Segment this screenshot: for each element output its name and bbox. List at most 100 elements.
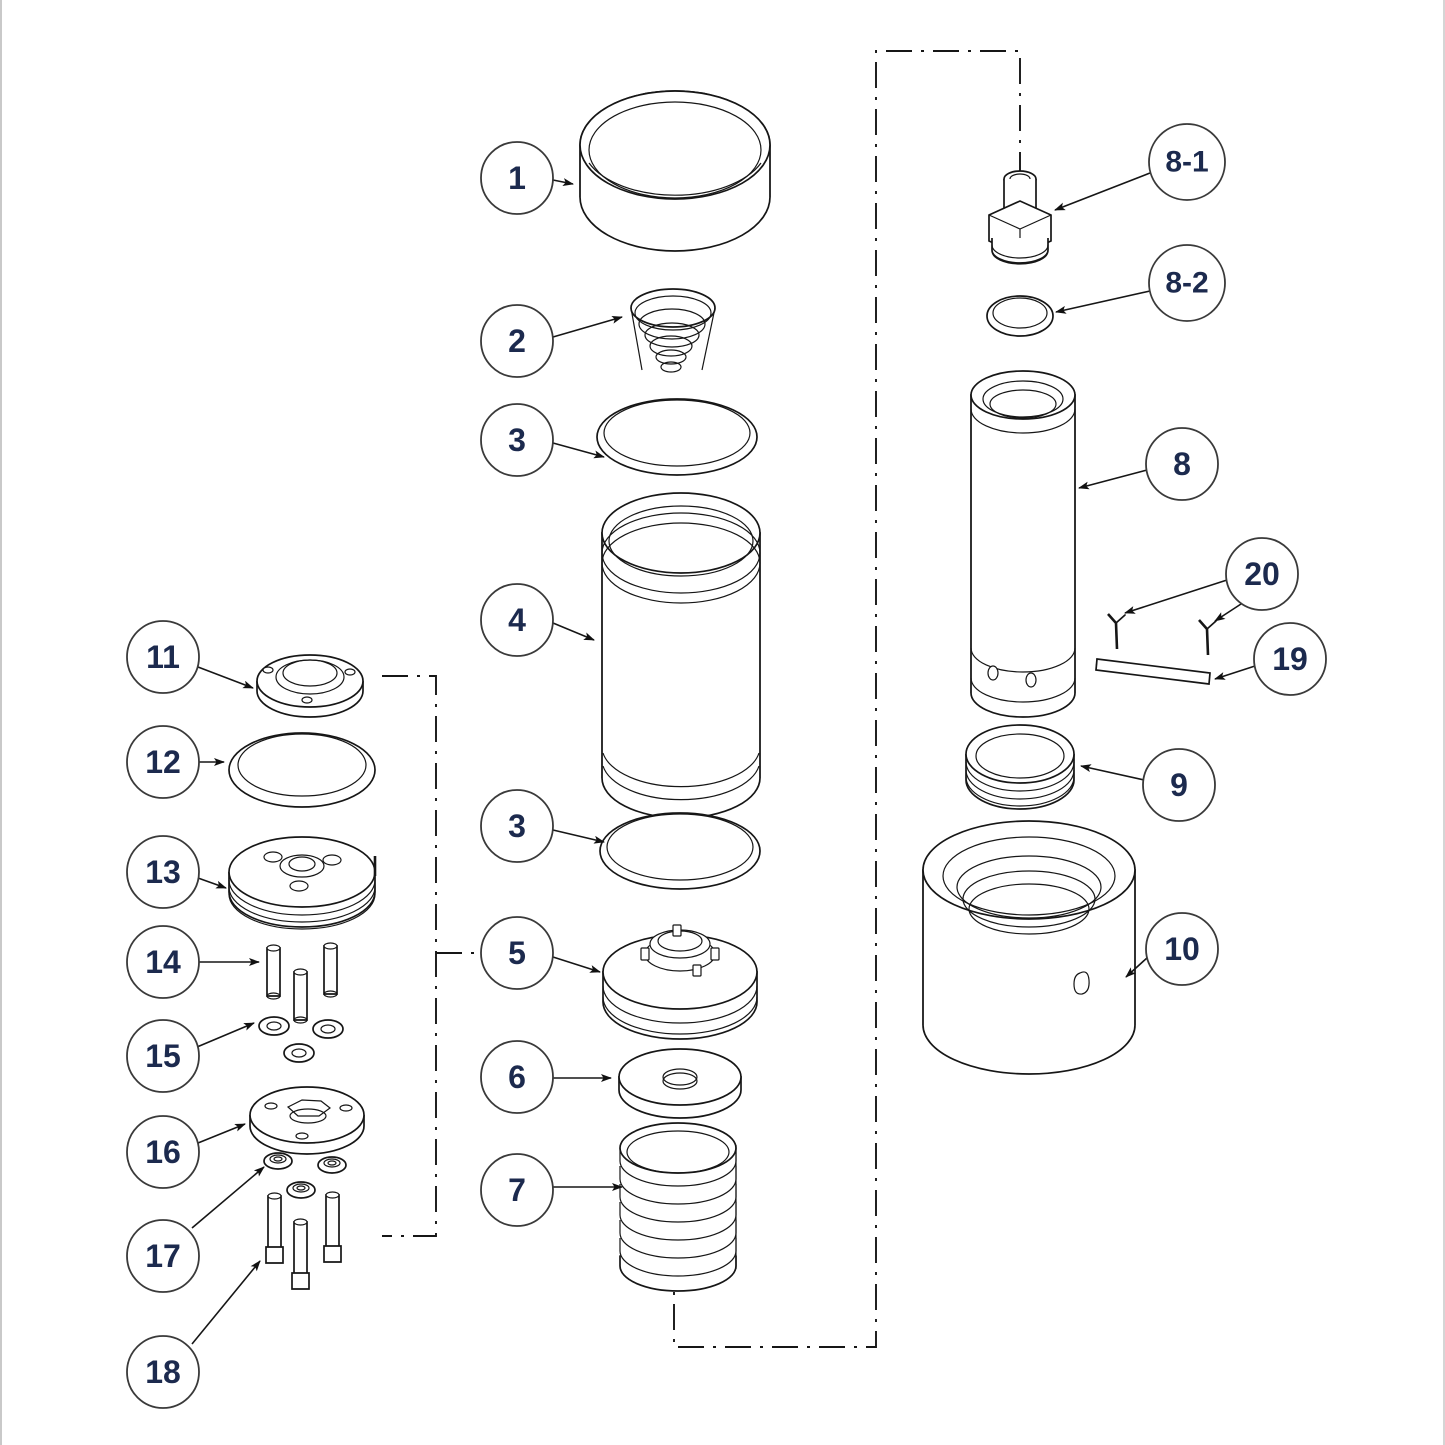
callout-label: 4: [508, 602, 526, 638]
callout-circle: [126, 1219, 200, 1293]
leader-11: [197, 666, 254, 689]
callout-label: 12: [145, 744, 181, 780]
part-16-bottom-flange-plate: [249, 1086, 365, 1155]
callout-bubble-3[interactable]: 3: [480, 789, 554, 863]
callout-circle: [1225, 537, 1299, 611]
callout-circle: [1253, 622, 1327, 696]
callout-bubble-14[interactable]: 14: [126, 925, 200, 999]
callout-bubble-10[interactable]: 10: [1145, 912, 1219, 986]
leader-lines: [191, 172, 1256, 1345]
leader-16: [197, 1123, 246, 1144]
part-9-bearing-ring: [965, 724, 1075, 810]
leader-20a: [1124, 579, 1228, 614]
callout-circle: [1142, 748, 1216, 822]
leader-8-1: [1054, 172, 1151, 211]
callout-bubble-16[interactable]: 16: [126, 1115, 200, 1189]
leader-8-2: [1055, 290, 1151, 314]
callout-circle: [1145, 912, 1219, 986]
part-2-conical-spring: [630, 288, 716, 373]
callout-circle: [126, 835, 200, 909]
part-3-o-ring-lower: [599, 812, 761, 890]
callout-label: 5: [508, 935, 526, 971]
callout-bubble-8-2[interactable]: 8-2: [1148, 244, 1226, 322]
leader-19: [1214, 665, 1256, 680]
callout-circle: [480, 583, 554, 657]
callout-bubble-8-1[interactable]: 8-1: [1148, 123, 1226, 201]
callout-bubble-5[interactable]: 5: [480, 916, 554, 990]
callout-bubble-8[interactable]: 8: [1145, 427, 1219, 501]
callout-bubble-3[interactable]: 3: [480, 403, 554, 477]
callout-circle: [126, 725, 200, 799]
callout-bubble-12[interactable]: 12: [126, 725, 200, 799]
callout-bubble-15[interactable]: 15: [126, 1019, 200, 1093]
callout-label: 19: [1272, 641, 1308, 677]
callout-label: 3: [508, 808, 526, 844]
leader-15: [196, 1022, 255, 1048]
callout-label: 13: [145, 854, 181, 890]
callout-bubble-17[interactable]: 17: [126, 1219, 200, 1293]
callout-label: 3: [508, 422, 526, 458]
leader-20b: [1214, 603, 1242, 622]
callout-circle: [480, 304, 554, 378]
callout-label: 15: [145, 1038, 181, 1074]
callout-circle: [126, 620, 200, 694]
callout-circle: [1148, 123, 1226, 201]
part-18-hex-bolts: [265, 1191, 342, 1290]
leader-5: [552, 956, 601, 973]
centerline-routing: [382, 50, 1021, 1348]
callout-circle: [126, 1019, 200, 1093]
callout-circle: [480, 1040, 554, 1114]
leader-8: [1078, 469, 1148, 490]
part-15-flat-washers: [258, 1016, 344, 1063]
part-17-lock-nuts: [263, 1152, 347, 1199]
callout-bubble-19[interactable]: 19: [1253, 622, 1327, 696]
callout-bubble-7[interactable]: 7: [480, 1153, 554, 1227]
callout-circle: [480, 403, 554, 477]
callout-bubble-1[interactable]: 1: [480, 141, 554, 215]
callout-bubble-11[interactable]: 11: [126, 620, 200, 694]
callout-circle: [126, 1115, 200, 1189]
callout-label: 10: [1164, 931, 1200, 967]
part-8-1-valve-stem-fitting: [988, 170, 1052, 265]
callout-circle: [1145, 427, 1219, 501]
leader-3a: [552, 442, 605, 459]
callout-label: 7: [508, 1172, 526, 1208]
leader-10: [1125, 956, 1149, 978]
callout-circle: [480, 141, 554, 215]
callout-label: 6: [508, 1059, 526, 1095]
callout-label: 1: [508, 160, 526, 196]
callout-label: 8-1: [1165, 146, 1208, 179]
callout-circle: [480, 916, 554, 990]
callout-bubble-18[interactable]: 18: [126, 1335, 200, 1409]
part-19-retaining-bar: [1095, 658, 1211, 685]
leader-3b: [552, 829, 605, 844]
callout-label: 8: [1173, 446, 1191, 482]
part-3-o-ring-upper: [596, 398, 758, 476]
part-20-cotter-pins: [1107, 613, 1217, 656]
callout-circle: [480, 789, 554, 863]
callout-bubble-2[interactable]: 2: [480, 304, 554, 378]
part-12-gasket-ring: [228, 732, 376, 808]
callout-bubble-6[interactable]: 6: [480, 1040, 554, 1114]
part-8-2-seal-ring: [986, 295, 1054, 337]
part-4-main-body-cylinder: [601, 492, 761, 819]
callout-label: 20: [1244, 556, 1280, 592]
callout-label: 11: [146, 639, 180, 675]
callout-bubble-13[interactable]: 13: [126, 835, 200, 909]
leader-2: [552, 315, 623, 338]
callout-circle: [126, 1335, 200, 1409]
leader-1: [552, 178, 574, 186]
callout-bubble-9[interactable]: 9: [1142, 748, 1216, 822]
part-7-main-coil-spring: [619, 1122, 737, 1292]
part-10-outer-housing: [922, 820, 1136, 1075]
callout-label: 14: [145, 944, 181, 980]
leader-9: [1080, 764, 1145, 781]
part-14-dowel-pins: [266, 942, 338, 1024]
callout-label: 8-2: [1165, 267, 1208, 300]
callout-bubble-4[interactable]: 4: [480, 583, 554, 657]
callout-bubble-20[interactable]: 20: [1225, 537, 1299, 611]
callout-label: 9: [1170, 767, 1188, 803]
part-13-diaphragm-plate: [228, 836, 377, 930]
